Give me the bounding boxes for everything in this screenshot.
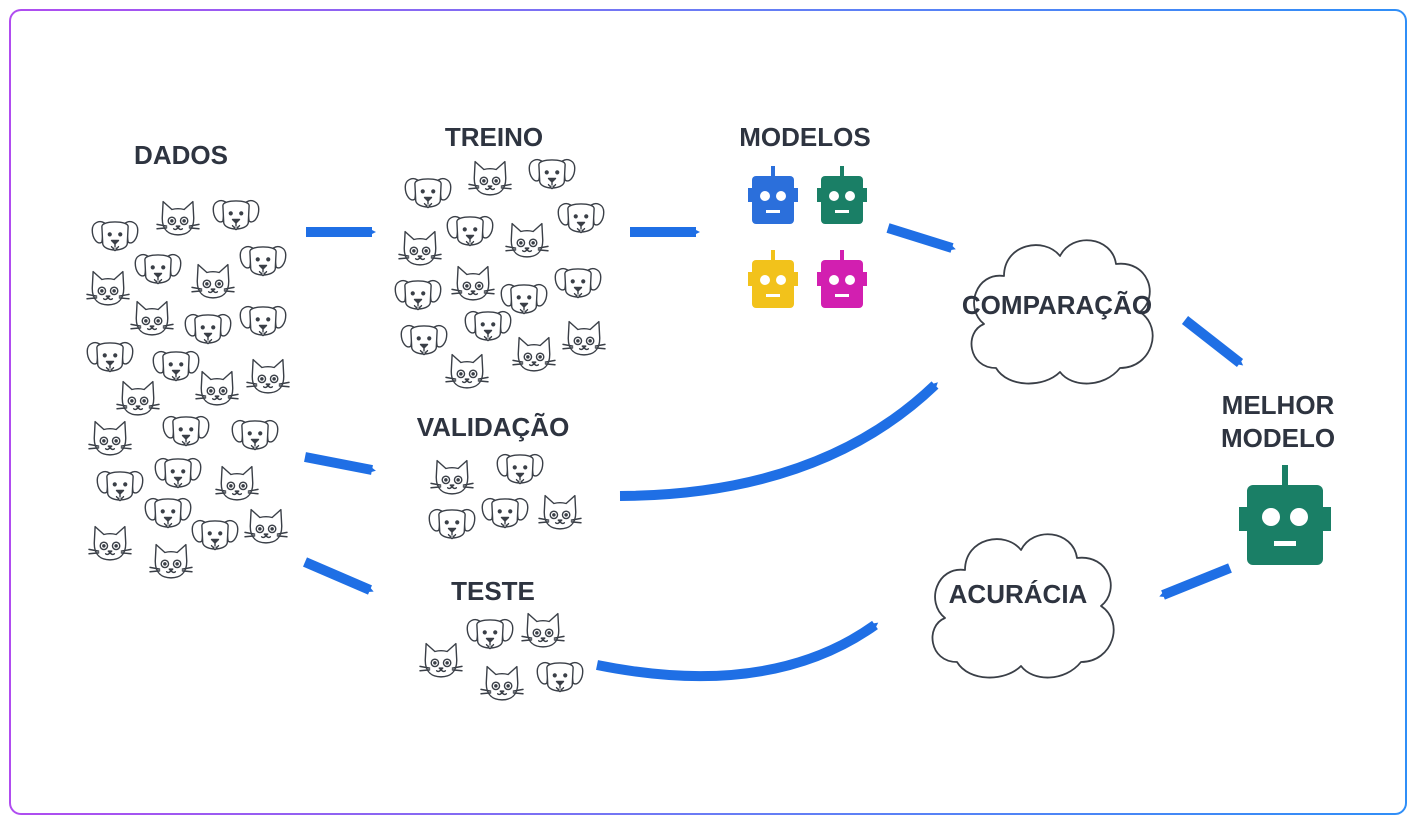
dog-icon [212, 199, 260, 231]
dog-icon [239, 245, 287, 277]
robot-icon [748, 250, 798, 308]
dog-icon [96, 470, 144, 502]
dog-icon [528, 158, 576, 190]
label-melhor: MELHOR [1222, 390, 1335, 420]
dog-icon [184, 313, 232, 345]
dog-icon [400, 324, 448, 356]
robot-icon [748, 166, 798, 224]
cat-icon [244, 508, 288, 544]
cat-icon [88, 420, 132, 456]
diagram-frame [9, 9, 1407, 815]
robot-icon [817, 166, 867, 224]
dog-icon [481, 497, 529, 529]
validacao-animals [428, 453, 582, 540]
cat-icon [419, 642, 463, 678]
cat-icon [130, 300, 174, 336]
arrow-dados-validacao [304, 452, 376, 475]
dog-icon [557, 202, 605, 234]
arrow-teste-acuracia [596, 620, 879, 682]
cat-icon [430, 459, 474, 495]
dog-icon [500, 283, 548, 315]
cat-icon [156, 200, 200, 236]
cat-icon [445, 353, 489, 389]
cat-icon [215, 465, 259, 501]
robot-icon [817, 250, 867, 308]
cat-icon [521, 612, 565, 648]
dog-icon [446, 215, 494, 247]
label-teste: TESTE [451, 576, 535, 606]
cat-icon [468, 160, 512, 196]
dog-icon [394, 279, 442, 311]
arrow-validacao-comparacao [619, 381, 939, 501]
dog-icon [404, 177, 452, 209]
label-modelos: MODELOS [739, 122, 870, 152]
treino-animals [394, 158, 606, 389]
cat-icon [86, 270, 130, 306]
robot-icon [1239, 465, 1331, 565]
cat-icon [480, 665, 524, 701]
cat-icon [191, 263, 235, 299]
dog-icon [496, 453, 544, 485]
cat-icon [149, 543, 193, 579]
label-acuracia: ACURÁCIA [949, 579, 1088, 609]
dog-icon [154, 457, 202, 489]
dog-icon [428, 508, 476, 540]
label-dados: DADOS [134, 140, 228, 170]
cat-icon [562, 320, 606, 356]
label-treino: TREINO [445, 122, 543, 152]
label-validacao: VALIDAÇÃO [417, 412, 570, 442]
dog-icon [536, 661, 584, 693]
dog-icon [466, 618, 514, 650]
dog-icon [239, 305, 287, 337]
dog-icon [86, 341, 134, 373]
cat-icon [195, 370, 239, 406]
dados-animals [86, 199, 290, 579]
dog-icon [91, 220, 139, 252]
cat-icon [512, 336, 556, 372]
cat-icon [88, 525, 132, 561]
cat-icon [246, 358, 290, 394]
dog-icon [464, 310, 512, 342]
dog-icon [554, 267, 602, 299]
dog-icon [144, 497, 192, 529]
arrow-modelos-comparacao [886, 223, 956, 253]
dog-icon [134, 253, 182, 285]
cat-icon [505, 222, 549, 258]
dog-icon [191, 519, 239, 551]
arrow-melhor-acuracia [1159, 563, 1232, 600]
cat-icon [538, 494, 582, 530]
cat-icon [398, 230, 442, 266]
dog-icon [152, 350, 200, 382]
arrow-dados-teste [303, 557, 374, 595]
dog-icon [231, 419, 279, 451]
label-modelo: MODELO [1221, 423, 1335, 453]
arrow-comparacao-melhor [1181, 316, 1244, 367]
cat-icon [116, 380, 160, 416]
flow-arrows [303, 223, 1244, 682]
dog-icon [162, 415, 210, 447]
label-comparacao: COMPARAÇÃO [962, 290, 1152, 320]
teste-animals [419, 612, 584, 701]
cat-icon [451, 265, 495, 301]
